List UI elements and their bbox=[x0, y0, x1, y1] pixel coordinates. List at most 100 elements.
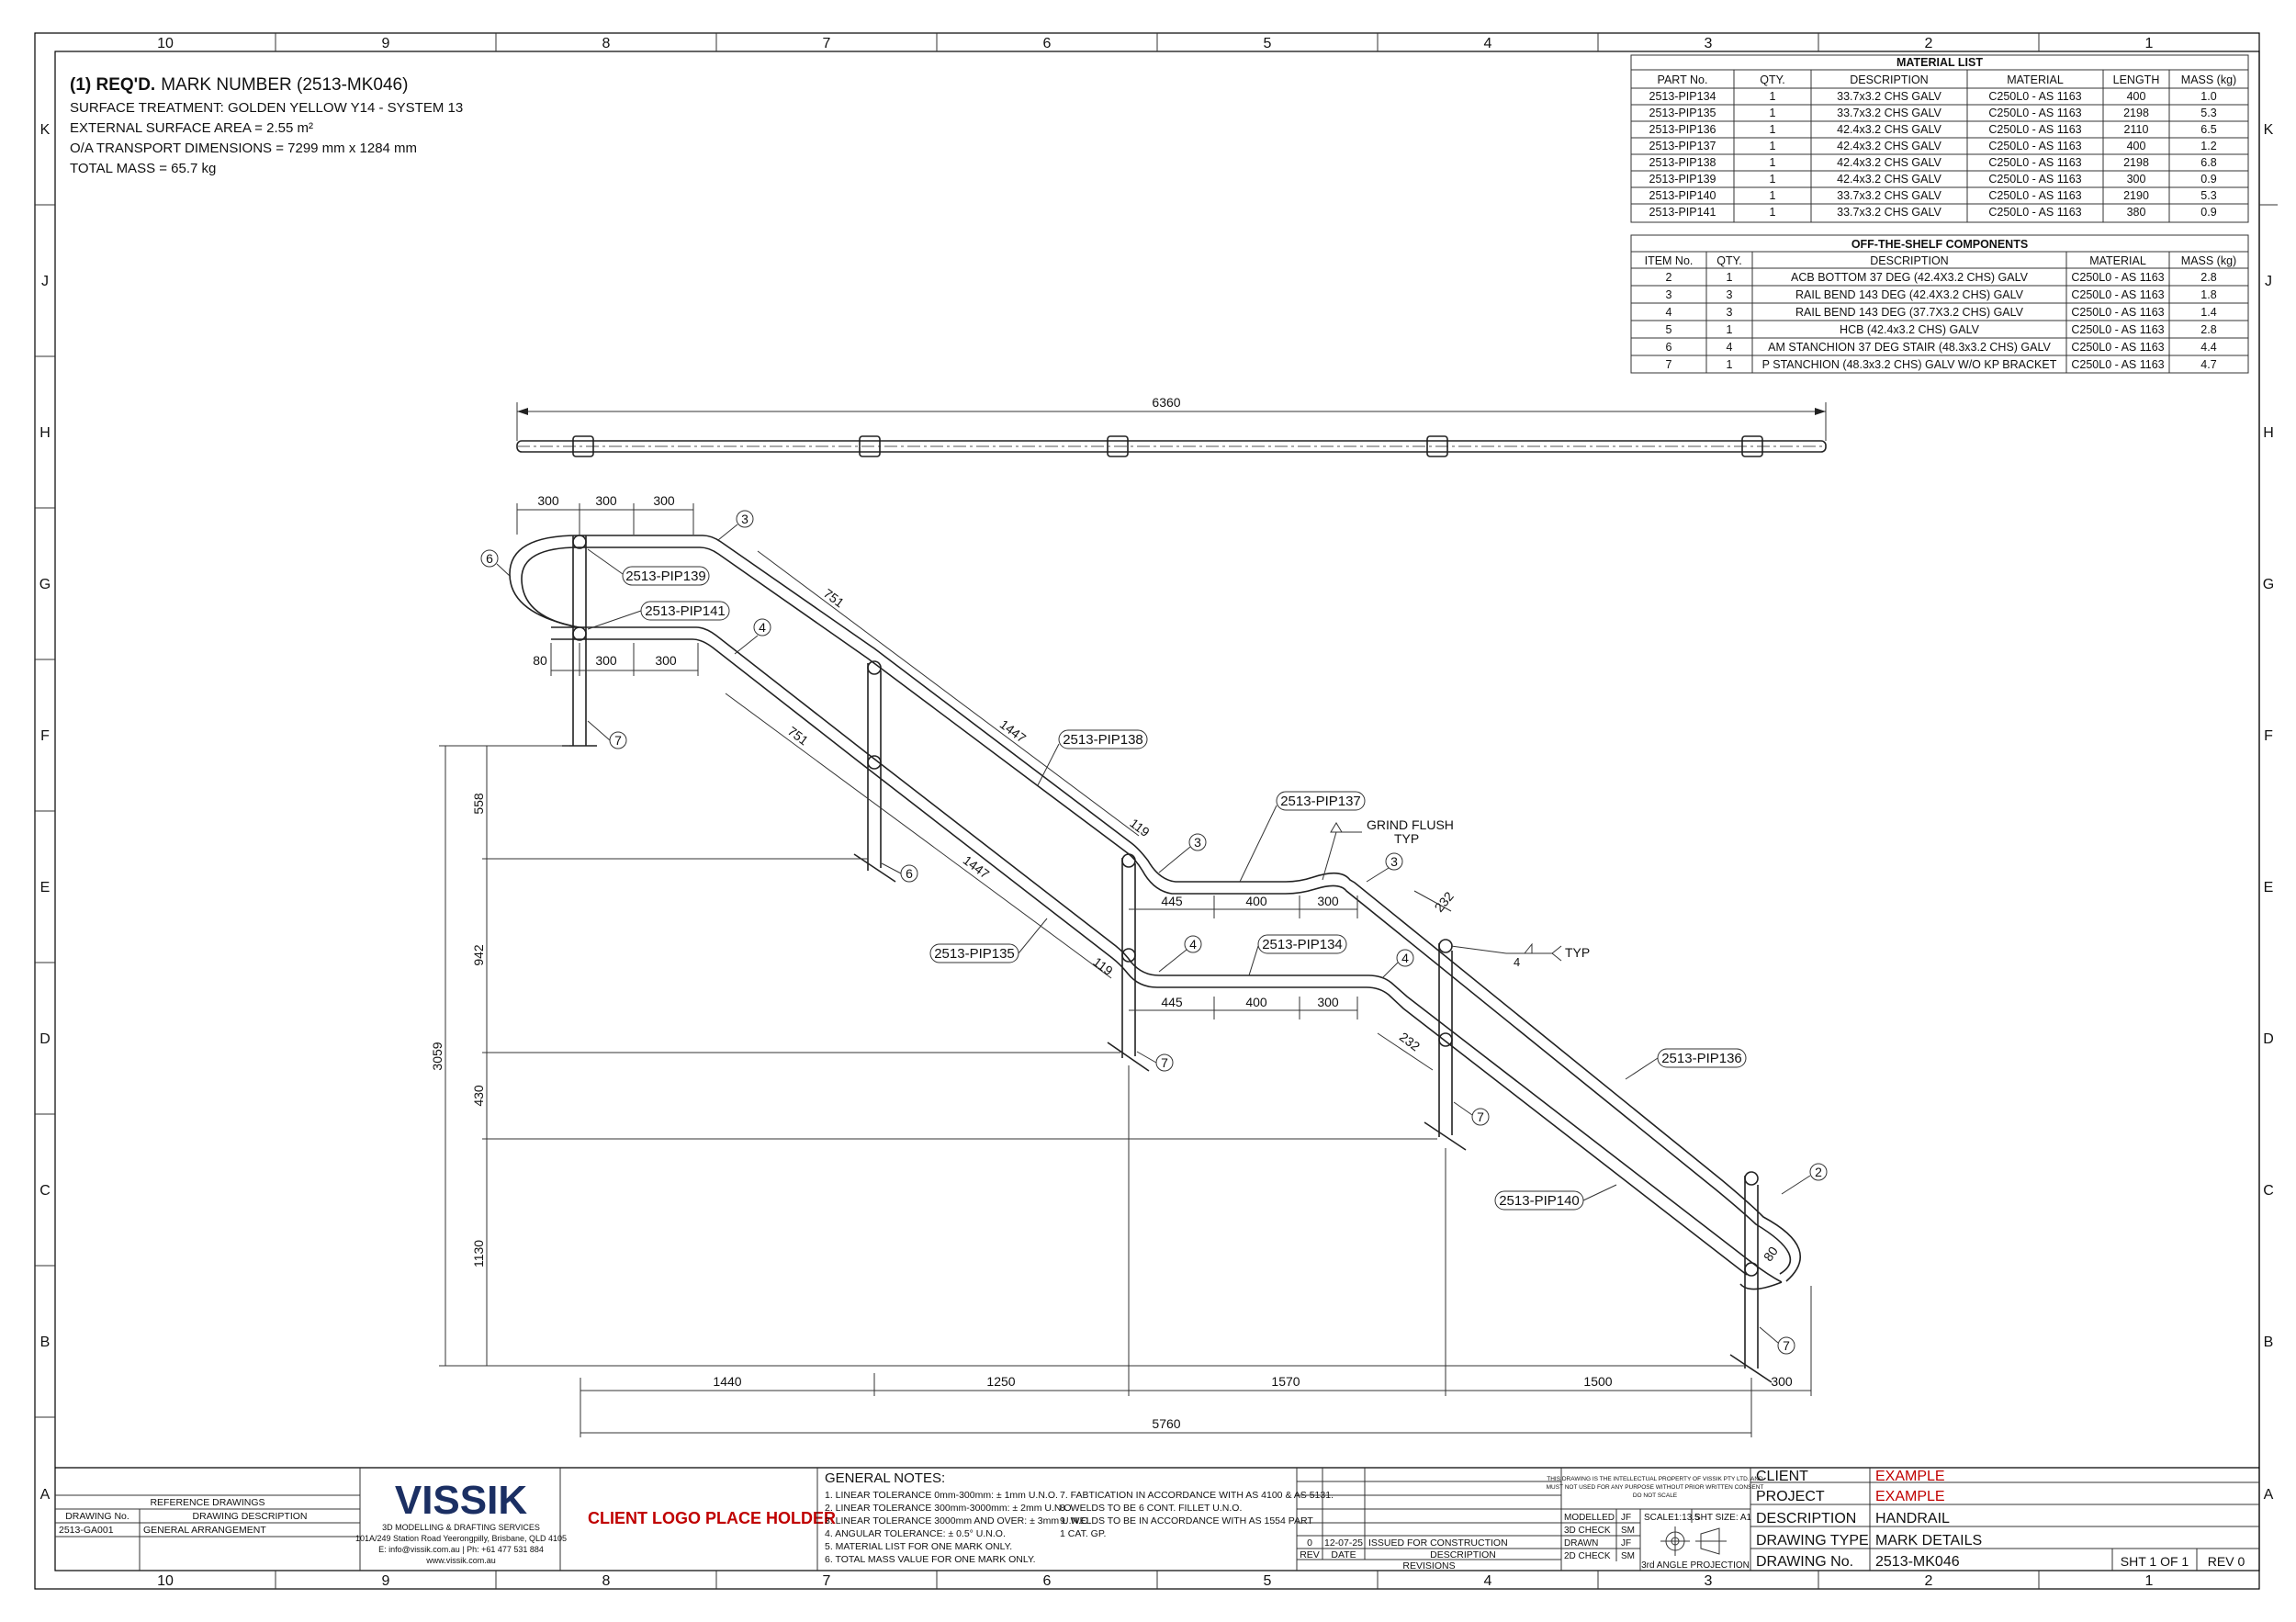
row-label: F bbox=[40, 728, 50, 744]
dim-300: 300 bbox=[595, 493, 617, 508]
component-cell: C250L0 - AS 1163 bbox=[2071, 341, 2164, 354]
row-label: J bbox=[41, 274, 49, 289]
balloon: 3 bbox=[1390, 854, 1398, 869]
component-cell: C250L0 - AS 1163 bbox=[2071, 288, 2164, 301]
col-header: DESCRIPTION bbox=[1870, 254, 1948, 267]
col-label: 7 bbox=[823, 1573, 831, 1589]
col-label: 2 bbox=[1925, 36, 1933, 51]
ref-drawing-number[interactable]: 2513-GA001 bbox=[59, 1525, 114, 1536]
dim-300: 300 bbox=[1317, 995, 1339, 1009]
dim-751: 751 bbox=[821, 586, 847, 611]
drawing-type-value: MARK DETAILS bbox=[1875, 1533, 1982, 1549]
row-label: G bbox=[2263, 577, 2274, 592]
component-cell: C250L0 - AS 1163 bbox=[2071, 271, 2164, 284]
col-label: 6 bbox=[1043, 1573, 1052, 1589]
row-label: G bbox=[39, 577, 51, 592]
col-label: 9 bbox=[382, 36, 390, 51]
req-count: (1) REQ'D.MARK NUMBER (2513-MK046) bbox=[70, 75, 408, 95]
component-cell: 7 bbox=[1666, 358, 1672, 371]
material-list-cell: 2513-PIP135 bbox=[1649, 107, 1716, 119]
col-label: 4 bbox=[1484, 36, 1492, 51]
general-notes-title: GENERAL NOTES: bbox=[825, 1470, 945, 1486]
plan-length-dim: 6360 bbox=[1152, 395, 1180, 410]
component-cell: ACB BOTTOM 37 DEG (42.4X3.2 CHS) GALV bbox=[1791, 271, 2029, 284]
material-list-cell: 33.7x3.2 CHS GALV bbox=[1837, 189, 1941, 202]
horizontal-dims: 1440 1250 1570 1500 300 5760 bbox=[713, 1374, 1792, 1431]
scale: SCALE1:13.5 bbox=[1644, 1513, 1700, 1523]
title-fields: CLIENT EXAMPLE PROJECT EXAMPLE DESCRIPTI… bbox=[1750, 1468, 2259, 1571]
check-label: MODELLED bbox=[1564, 1513, 1615, 1523]
component-cell: C250L0 - AS 1163 bbox=[2071, 323, 2164, 336]
dim-445: 445 bbox=[1161, 894, 1183, 908]
material-list-cell: 33.7x3.2 CHS GALV bbox=[1837, 107, 1941, 119]
component-cell: 3 bbox=[1727, 306, 1733, 319]
material-list-cell: 33.7x3.2 CHS GALV bbox=[1837, 90, 1941, 103]
material-list-header: PART No. QTY. DESCRIPTION MATERIAL LENGT… bbox=[1658, 73, 2237, 86]
component-cell: 1.8 bbox=[2200, 288, 2216, 301]
col-header: ITEM No. bbox=[1645, 254, 1694, 267]
dim-400: 400 bbox=[1245, 995, 1267, 1009]
surface-treatment: SURFACE TREATMENT: GOLDEN YELLOW Y14 - S… bbox=[70, 100, 463, 116]
material-list-cell: 2198 bbox=[2123, 107, 2149, 119]
component-cell: 6 bbox=[1666, 341, 1672, 354]
ref-title: REFERENCE DRAWINGS bbox=[150, 1497, 264, 1508]
part-label: 2513-PIP135 bbox=[934, 946, 1015, 962]
part-label: 2513-PIP137 bbox=[1280, 794, 1361, 809]
component-cell: C250L0 - AS 1163 bbox=[2071, 358, 2164, 371]
dim-232: 232 bbox=[1432, 889, 1457, 915]
item-balloons: 3 6 4 7 6 3 3 4 4 7 7 2 7 bbox=[480, 510, 1828, 1355]
check-initials: JF bbox=[1621, 1513, 1631, 1523]
balloon: 6 bbox=[906, 866, 913, 881]
field-label: PROJECT bbox=[1756, 1489, 1825, 1504]
part-label: 2513-PIP134 bbox=[1262, 937, 1343, 952]
material-list-cell: C250L0 - AS 1163 bbox=[1988, 173, 2081, 186]
material-list-cell: 1.0 bbox=[2200, 90, 2216, 103]
rev-number: 0 bbox=[1307, 1538, 1312, 1549]
material-list-cell: 400 bbox=[2127, 90, 2146, 103]
component-cell: 4.4 bbox=[2200, 341, 2216, 354]
bottom-column-labels: 10 9 8 7 6 5 4 3 2 1 bbox=[157, 1573, 2153, 1589]
material-list-cell: 6.5 bbox=[2200, 123, 2216, 136]
component-cell: 1.4 bbox=[2200, 306, 2216, 319]
material-list-cell: 0.9 bbox=[2200, 206, 2216, 219]
balloon: 3 bbox=[741, 512, 748, 526]
check-initials: SM bbox=[1621, 1526, 1635, 1536]
components-table: OFF-THE-SHELF COMPONENTS ITEM No. QTY. D… bbox=[1630, 234, 2249, 374]
revision-number: REV 0 bbox=[2208, 1554, 2245, 1569]
material-list-cell: 2513-PIP140 bbox=[1649, 189, 1716, 202]
checks-block: THIS DRAWING IS THE INTELLECTUAL PROPERT… bbox=[1547, 1476, 1763, 1571]
material-list-cell: 42.4x3.2 CHS GALV bbox=[1837, 140, 1941, 152]
material-list-cell: 1 bbox=[1770, 140, 1776, 152]
vertical-dims: 558 942 430 1130 3059 bbox=[430, 793, 486, 1267]
component-cell: 1 bbox=[1727, 323, 1733, 336]
row-label: J bbox=[2265, 274, 2272, 289]
material-list-cell: C250L0 - AS 1163 bbox=[1988, 107, 2081, 119]
material-list-cell: C250L0 - AS 1163 bbox=[1988, 123, 2081, 136]
col-label: 6 bbox=[1043, 36, 1052, 51]
part-label: 2513-PIP140 bbox=[1499, 1193, 1580, 1209]
company-line: www.vissik.com.au bbox=[425, 1556, 496, 1565]
balloon: 7 bbox=[1477, 1109, 1484, 1124]
component-cell: 4 bbox=[1666, 306, 1672, 319]
material-list-table: MATERIAL LIST PART No. QTY. DESCRIPTION … bbox=[1630, 54, 2249, 223]
projection-icon bbox=[1660, 1526, 1727, 1556]
material-list-cell: 42.4x3.2 CHS GALV bbox=[1837, 173, 1941, 186]
col-label: 3 bbox=[1705, 1573, 1713, 1589]
component-cell: AM STANCHION 37 DEG STAIR (48.3x3.2 CHS)… bbox=[1768, 341, 2051, 354]
note-line: 1. LINEAR TOLERANCE 0mm-300mm: ± 1mm U.N… bbox=[825, 1490, 1058, 1501]
top-left-dims: 300 300 300 80 300 300 bbox=[533, 493, 677, 668]
total-mass: TOTAL MASS = 65.7 kg bbox=[70, 161, 216, 176]
material-list-cell: C250L0 - AS 1163 bbox=[1988, 140, 2081, 152]
dim-300: 300 bbox=[595, 653, 617, 668]
transport-dims: O/A TRANSPORT DIMENSIONS = 7299 mm x 128… bbox=[70, 141, 417, 156]
row-label: D bbox=[2263, 1031, 2274, 1047]
header-notes: (1) REQ'D.MARK NUMBER (2513-MK046) SURFA… bbox=[70, 75, 463, 176]
component-cell: 3 bbox=[1727, 288, 1733, 301]
dim-300: 300 bbox=[537, 493, 559, 508]
material-list-cell: 1 bbox=[1770, 156, 1776, 169]
material-list-cell: C250L0 - AS 1163 bbox=[1988, 156, 2081, 169]
material-list-cell: 2198 bbox=[2123, 156, 2149, 169]
property-note: DO NOT SCALE bbox=[1633, 1492, 1678, 1499]
